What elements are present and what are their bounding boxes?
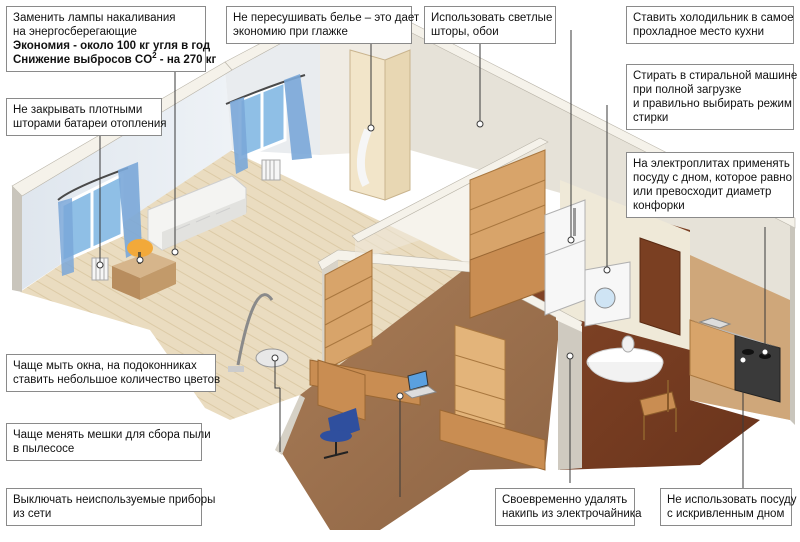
- callout-replace-lamps: Заменить лампы накаливания на энергосбер…: [6, 6, 216, 72]
- callout-devices-line1: Выключать неиспользуемые приборы: [13, 494, 216, 506]
- office-cabinet-right: [439, 409, 546, 471]
- office-chair: [320, 408, 360, 459]
- fridge: [544, 199, 586, 316]
- callout-radiator-line2: шторами батареи отопления: [13, 118, 167, 130]
- radiator-left: [91, 257, 109, 281]
- left-window-curtain: [118, 162, 142, 258]
- wardrobe: [349, 49, 411, 201]
- callout-windows-line2: ставить небольшое количество цветов: [13, 374, 221, 386]
- callout-lamps-line1: Заменить лампы накаливания: [13, 12, 176, 24]
- office-cabinet-left: [317, 359, 366, 421]
- right-window: [225, 74, 312, 174]
- callout-lamps-economy: Экономия - около 100 кг угля в год: [13, 40, 211, 52]
- callout-unplug-devices: Выключать неиспользуемые приборы из сети: [6, 488, 216, 526]
- side-table-lamp: [112, 239, 176, 300]
- leader-windows: [274, 358, 280, 389]
- callout-washing-line2: при полной загрузке: [633, 84, 742, 96]
- callout-fridge-placement: Ставить холодильник в самое прохладное м…: [626, 6, 794, 44]
- emission-prefix: Снижение выбросов CO: [13, 54, 153, 66]
- callout-warped-cookware: Не использовать посуду с искривленным дн…: [660, 488, 797, 526]
- callout-linen-line1: Не пересушивать белье – это дает: [233, 12, 420, 24]
- callout-kettle-line1: Своевременно удалять: [502, 494, 628, 506]
- callout-curtains-line1: Использовать светлые: [431, 12, 553, 24]
- callout-wash-windows: Чаще мыть окна, на подоконниках ставить …: [6, 354, 221, 392]
- callout-light-curtains: Использовать светлые шторы, обои: [424, 6, 556, 44]
- callout-linen-drying: Не пересушивать белье – это дает экономи…: [226, 6, 420, 44]
- lamp-callout-dot: [136, 256, 144, 264]
- callout-vacuum-bags: Чаще менять мешки для сбора пыли в пылес…: [6, 423, 211, 461]
- callout-radiator-curtains: Не закрывать плотными шторами батареи от…: [6, 98, 167, 136]
- office: [309, 249, 546, 471]
- callout-vacuum-line1: Чаще менять мешки для сбора пыли: [13, 429, 211, 441]
- callout-stove-line4: конфорки: [633, 200, 685, 212]
- callout-kettle-line2: накипь из электрочайника: [502, 508, 642, 520]
- sofa: [147, 175, 247, 251]
- callout-vacuum-line2: в пылесосе: [13, 443, 75, 455]
- callout-stove-line2: посуду с дном, которое равно: [633, 172, 792, 184]
- callout-stove-cookware: На электроплитах применять посуду с дном…: [626, 152, 794, 218]
- left-outer-wall-face: [12, 186, 22, 292]
- dining-table: [586, 335, 664, 383]
- stove-and-sink: [689, 317, 781, 403]
- partition-office-kitchen-top: [556, 314, 582, 332]
- left-window: [57, 162, 142, 276]
- kitchen-divider-top: [351, 137, 549, 243]
- callout-lamps-emission: Снижение выбросов CO2 - на 270 кг: [13, 51, 216, 67]
- office-bookshelf-left: [324, 249, 373, 371]
- sink: [698, 317, 732, 329]
- callout-radiator-line1: Не закрывать плотными: [13, 104, 143, 116]
- radiator-right: [261, 159, 281, 181]
- emission-suffix: - на 270 кг: [156, 54, 217, 66]
- wooden-chair: [639, 380, 677, 440]
- callout-fridge-line1: Ставить холодильник в самое: [633, 12, 794, 24]
- callout-stove-line3: или превосходит диаметр: [633, 186, 772, 198]
- callout-windows-line1: Чаще мыть окна, на подоконниках: [13, 360, 197, 372]
- callout-linen-line2: экономию при глажке: [233, 26, 348, 38]
- callout-washing-line3: и правильно выбирать режим: [633, 98, 792, 110]
- callout-pots-line2: с искривленным дном: [667, 508, 785, 520]
- leader-dots: [96, 120, 769, 400]
- emission-sup: 2: [152, 51, 157, 61]
- callout-fridge-line2: прохладное место кухни: [633, 26, 765, 38]
- callout-curtains-line2: шторы, обои: [431, 26, 499, 38]
- washing-machine: [584, 261, 631, 327]
- callout-kettle-descaling: Своевременно удалять накипь из электроча…: [495, 488, 642, 526]
- office-front-wall: [275, 395, 305, 455]
- callout-stove-line1: На электроплитах применять: [633, 158, 790, 170]
- leader-lines: [99, 30, 766, 497]
- living-room: [57, 49, 411, 372]
- callout-washing-machine: Стирать в стиральной машине при полной з…: [626, 64, 798, 130]
- callout-devices-line2: из сети: [13, 508, 52, 520]
- right-window-curtain: [230, 97, 248, 174]
- laptop: [402, 370, 438, 399]
- callout-lamps-line2: на энергосберегающие: [13, 26, 137, 38]
- kitchen: [469, 149, 781, 440]
- kitchen-door: [639, 237, 681, 336]
- callout-washing-line4: стирки: [633, 112, 669, 124]
- right-outer-wall-face: [790, 225, 795, 425]
- callout-pots-line1: Не использовать посуду: [667, 494, 797, 506]
- callout-washing-line1: Стирать в стиральной машине: [633, 70, 798, 82]
